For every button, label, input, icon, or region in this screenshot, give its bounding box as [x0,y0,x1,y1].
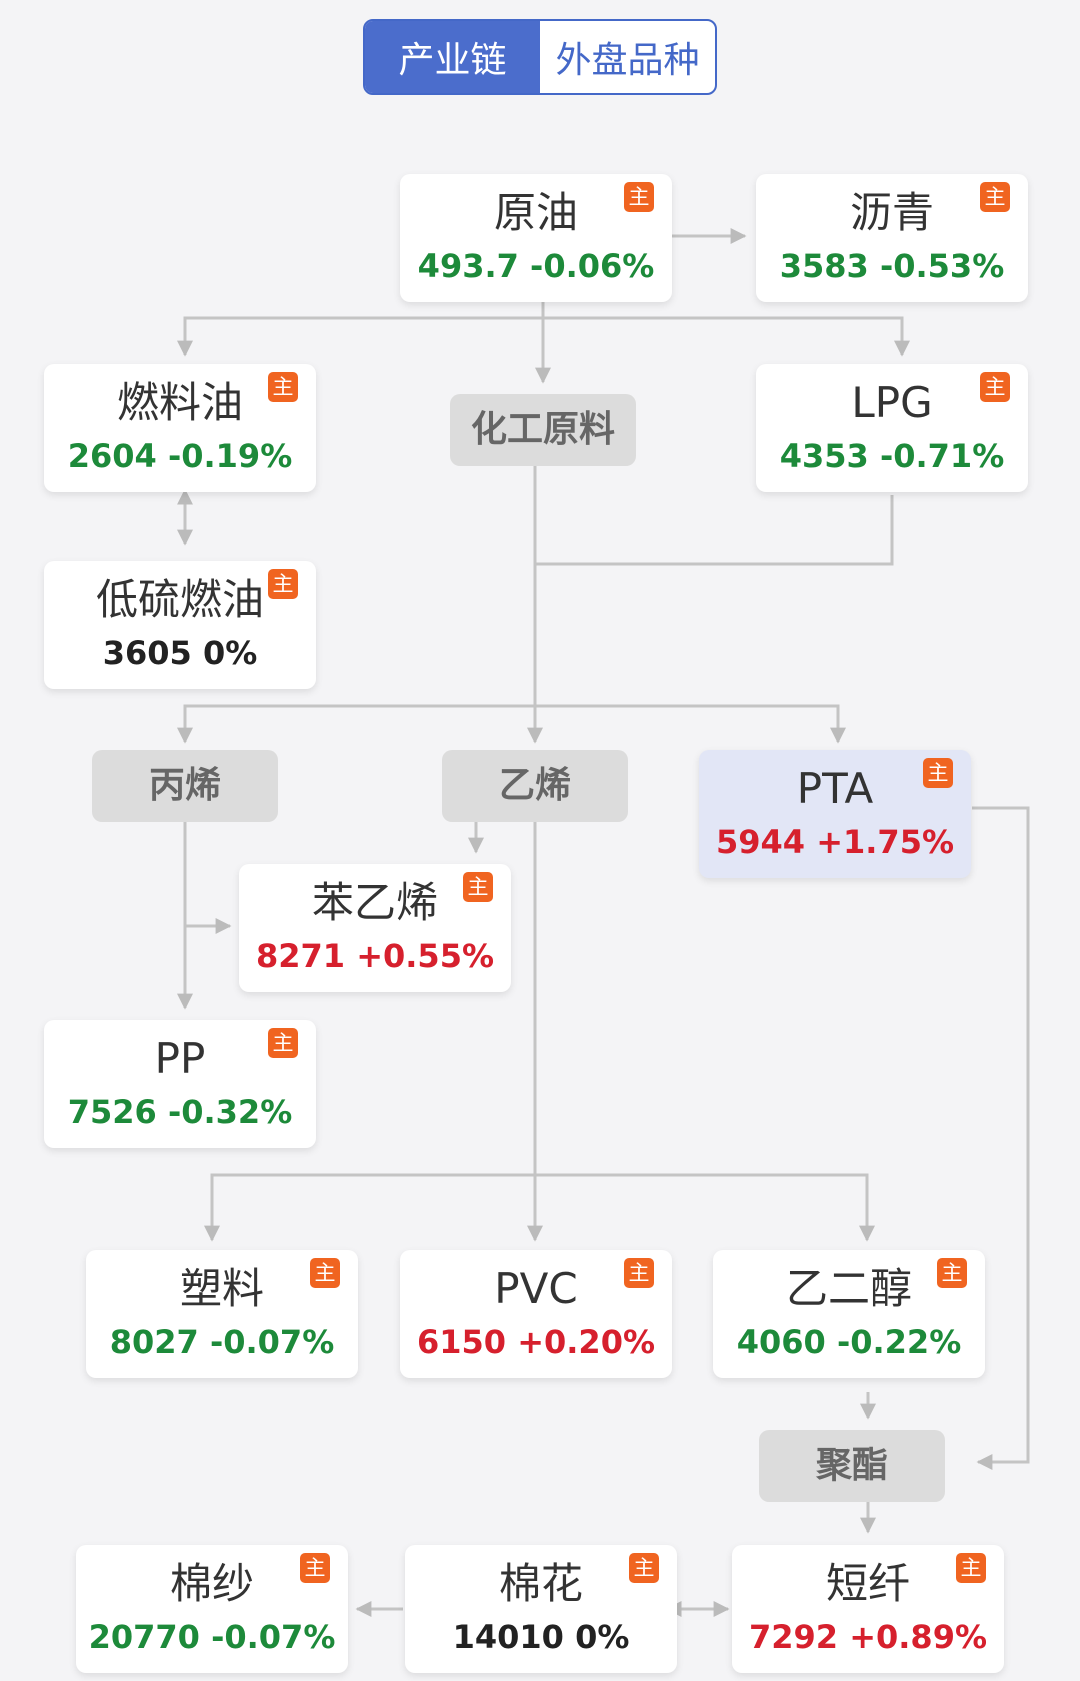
node-name: PTA [796,764,874,813]
node-name: 棉花 [498,1559,583,1608]
category-ethylene: 乙烯 [442,750,628,822]
category-chemical-feedstock: 化工原料 [450,394,636,466]
node-quote: 7292 +0.89% [748,1618,988,1656]
main-contract-badge: 主 [923,758,953,788]
node-pp[interactable]: PP 7526 -0.32% 主 [44,1020,316,1148]
node-lpg[interactable]: LPG 4353 -0.71% 主 [756,364,1028,492]
category-propylene: 丙烯 [92,750,278,822]
main-contract-badge: 主 [980,182,1010,212]
node-quote: 7526 -0.32% [67,1093,293,1131]
main-contract-badge: 主 [300,1553,330,1583]
main-contract-badge: 主 [463,872,493,902]
main-contract-badge: 主 [956,1553,986,1583]
node-quote: 6150 +0.20% [416,1323,656,1361]
main-contract-badge: 主 [980,372,1010,402]
main-contract-badge: 主 [310,1258,340,1288]
node-styrene[interactable]: 苯乙烯 8271 +0.55% 主 [239,864,511,992]
node-name: 乙二醇 [785,1264,912,1313]
node-name: 低硫燃油 [95,575,264,624]
node-quote: 8271 +0.55% [255,937,495,975]
node-name: LPG [851,378,933,427]
node-quote: 4060 -0.22% [736,1323,962,1361]
node-quote: 4353 -0.71% [779,437,1005,475]
tab-foreign-varieties[interactable]: 外盘品种 [555,40,700,81]
node-quote: 493.7 -0.06% [417,247,655,285]
node-low-sulfur-fuel-oil[interactable]: 低硫燃油 3605 0% 主 [44,561,316,689]
tab-industry-chain[interactable]: 产业链 [365,21,540,93]
node-asphalt[interactable]: 沥青 3583 -0.53% 主 [756,174,1028,302]
node-plastic[interactable]: 塑料 8027 -0.07% 主 [86,1250,358,1378]
node-ethylene-glycol[interactable]: 乙二醇 4060 -0.22% 主 [713,1250,985,1378]
main-contract-badge: 主 [268,1028,298,1058]
node-name: 苯乙烯 [311,878,438,927]
node-pta[interactable]: PTA 5944 +1.75% 主 [699,750,971,878]
segment-tabs: 产业链 外盘品种 [363,19,717,95]
node-name: 原油 [493,188,578,237]
node-polyester-staple-fiber[interactable]: 短纤 7292 +0.89% 主 [732,1545,1004,1673]
node-name: 沥青 [849,188,934,237]
node-fuel-oil[interactable]: 燃料油 2604 -0.19% 主 [44,364,316,492]
node-quote: 3583 -0.53% [779,247,1005,285]
main-contract-badge: 主 [629,1553,659,1583]
node-crude-oil[interactable]: 原油 493.7 -0.06% 主 [400,174,672,302]
node-cotton-yarn[interactable]: 棉纱 20770 -0.07% 主 [76,1545,348,1673]
node-name: PVC [494,1264,578,1313]
node-quote: 5944 +1.75% [715,823,955,861]
node-name: 短纤 [825,1559,910,1608]
node-name: 棉纱 [169,1559,254,1608]
node-cotton[interactable]: 棉花 14010 0% 主 [405,1545,677,1673]
node-name: PP [154,1034,206,1083]
main-contract-badge: 主 [268,372,298,402]
main-contract-badge: 主 [624,182,654,212]
main-contract-badge: 主 [624,1258,654,1288]
main-contract-badge: 主 [937,1258,967,1288]
node-pvc[interactable]: PVC 6150 +0.20% 主 [400,1250,672,1378]
node-name: 燃料油 [116,378,243,427]
main-contract-badge: 主 [268,569,298,599]
node-quote: 2604 -0.19% [67,437,293,475]
node-quote: 14010 0% [452,1618,630,1656]
node-name: 塑料 [179,1264,264,1313]
node-quote: 20770 -0.07% [88,1618,336,1656]
node-quote: 8027 -0.07% [109,1323,335,1361]
category-polyester: 聚酯 [759,1430,945,1502]
node-quote: 3605 0% [102,634,258,672]
